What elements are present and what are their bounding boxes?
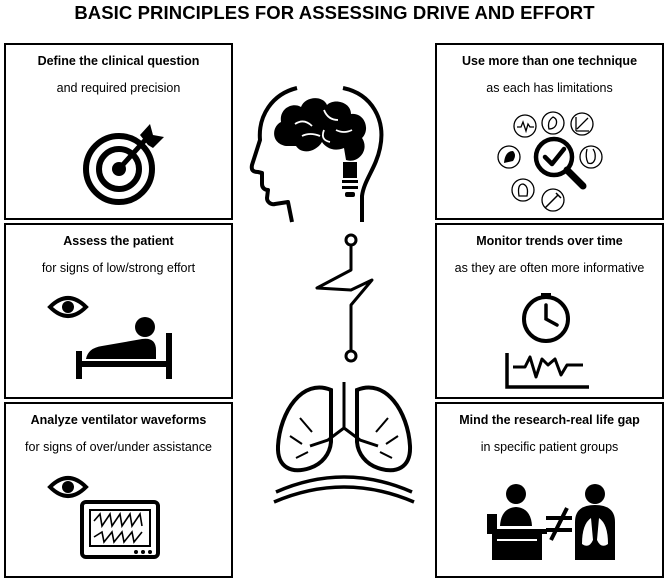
box-heading: Define the clinical question — [37, 54, 200, 68]
researcher-at-desk-icon — [487, 484, 547, 560]
box-heading: Use more than one technique — [461, 54, 638, 68]
box-assess-patient: Assess the patient for signs of low/stro… — [4, 223, 233, 399]
box-heading: Assess the patient — [63, 234, 174, 248]
page-title: BASIC PRINCIPLES FOR ASSESSING DRIVE AND… — [74, 2, 595, 23]
head-brain-icon — [249, 86, 384, 223]
center-illustration — [249, 86, 415, 504]
box-monitor-trends: Monitor trends over time as they are oft… — [435, 223, 664, 399]
box-use-multiple-techniques: Use more than one technique as each has … — [435, 43, 664, 220]
box-subtitle: as each has limitations — [486, 81, 613, 95]
ventilator-monitor-icon — [47, 476, 160, 559]
lungs-icon — [273, 382, 415, 504]
box-subtitle: and required precision — [56, 81, 181, 95]
box-define-clinical-question: Define the clinical question and require… — [4, 43, 233, 220]
box-research-real-life-gap: Mind the research-real life gap in speci… — [435, 402, 664, 578]
box-subtitle: as they are often more informative — [454, 261, 645, 275]
techniques-magnifier-icon — [497, 111, 603, 212]
research-vs-patient-icon — [487, 484, 615, 560]
box-subtitle: for signs of over/under assistance — [25, 440, 212, 454]
not-equal-icon — [546, 507, 572, 541]
clock-icon — [522, 293, 570, 343]
box-subtitle: for signs of low/strong effort — [41, 261, 196, 275]
eye-icon — [47, 476, 89, 498]
box-heading: Monitor trends over time — [476, 234, 623, 248]
eye-icon — [47, 296, 89, 318]
patient-in-bed-icon — [47, 296, 172, 379]
target-icon — [83, 124, 164, 205]
patient-lungs-icon — [575, 484, 615, 560]
box-heading: Mind the research-real life gap — [459, 413, 640, 427]
clock-trend-icon — [505, 293, 589, 389]
neural-signal-icon — [315, 233, 374, 363]
box-analyze-ventilator-waveforms: Analyze ventilator waveforms for signs o… — [4, 402, 233, 578]
box-subtitle: in specific patient groups — [480, 440, 619, 454]
box-heading: Analyze ventilator waveforms — [30, 413, 207, 427]
